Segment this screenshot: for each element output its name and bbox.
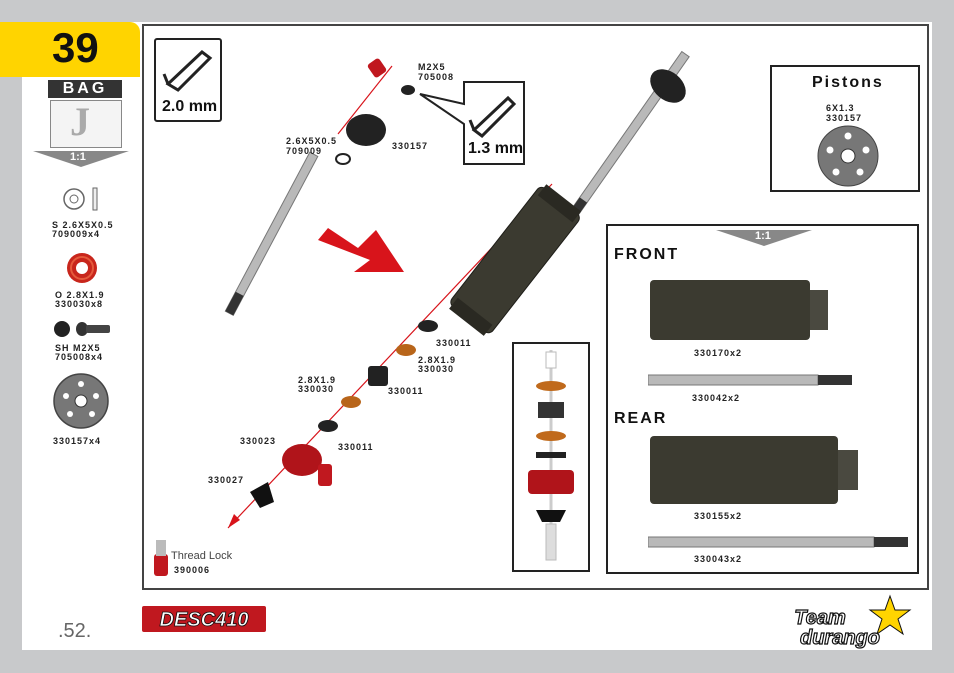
bag-label: BAG <box>48 80 122 98</box>
piston-detail-icon <box>817 125 879 187</box>
label-screw-code: 705008 <box>418 72 455 82</box>
axis-line-top <box>337 65 393 135</box>
front-body-code: 330170x2 <box>694 348 743 358</box>
step-badge <box>0 22 140 77</box>
label-seal-2: 330011 <box>388 386 424 396</box>
label-oring-a-size: 2.8X1.9 <box>418 355 457 365</box>
seal-3 <box>318 420 338 432</box>
label-oring-b-size: 2.8X1.9 <box>298 375 337 385</box>
svg-text:Team: Team <box>794 607 846 629</box>
hex-key-icon <box>162 50 213 92</box>
front-shaft-drawing <box>648 374 852 386</box>
front-body-drawing <box>650 280 828 340</box>
seal-1 <box>418 320 438 332</box>
hex-tool-size: 2.0 mm <box>162 98 218 115</box>
spacer <box>368 366 388 386</box>
label-washer-code: 709009 <box>286 146 323 156</box>
part-desc: O 2.8X1.9 <box>55 290 105 300</box>
oring-a <box>396 344 416 356</box>
team-durango-logo: Team durango <box>794 594 912 650</box>
pistons-code: 330157 <box>826 113 863 123</box>
assembly-frame <box>142 24 929 590</box>
direction-arrow <box>318 228 404 272</box>
stack-diagram <box>528 350 574 561</box>
rear-shaft-drawing <box>648 536 908 548</box>
thread-lock-code: 390006 <box>174 565 211 575</box>
hex-tool-callout <box>419 81 525 165</box>
part-code: 705008x4 <box>55 352 104 362</box>
red-cap-top <box>367 58 387 78</box>
washer <box>335 153 351 165</box>
part-code: 709009x4 <box>52 229 101 239</box>
red-cap-bottom <box>318 464 332 486</box>
label-piston-code: 330157 <box>392 141 429 151</box>
label-oring-a-code: 330030 <box>418 364 455 374</box>
svg-text:DESC410: DESC410 <box>160 609 249 631</box>
label-end-code: 330027 <box>208 475 245 485</box>
desc410-logo: DESC410 <box>142 606 266 632</box>
rear-title: REAR <box>614 410 668 427</box>
svg-text:durango: durango <box>800 627 880 649</box>
part-code: 330030x8 <box>55 299 104 309</box>
bag-letter: J <box>70 99 90 144</box>
front-shaft-code: 330042x2 <box>692 393 741 403</box>
oring-icon <box>67 253 97 283</box>
assembly-diagram <box>154 50 690 576</box>
part-code: 330157x4 <box>53 436 102 446</box>
shock-cap <box>282 444 322 476</box>
rear-body-code: 330155x2 <box>694 511 743 521</box>
thread-lock-bottle <box>154 554 168 576</box>
bag-icon <box>50 100 122 148</box>
label-oring-b-code: 330030 <box>298 384 335 394</box>
shaft-end <box>650 69 686 103</box>
piston-icon <box>53 373 109 429</box>
compare-scale-indicator <box>716 230 812 246</box>
thread-lock-label: Thread Lock <box>171 550 233 562</box>
piston <box>346 114 386 146</box>
rear-body-drawing <box>650 436 858 504</box>
scale-indicator <box>33 151 129 167</box>
part-desc: S 2.6X5X0.5 <box>52 220 114 230</box>
axis-arrowhead <box>228 514 240 528</box>
rear-shaft-code: 330043x2 <box>694 554 743 564</box>
oring-b <box>341 396 361 408</box>
label-cap-code: 330023 <box>240 436 277 446</box>
front-title: FRONT <box>614 246 680 263</box>
step-number: 39 <box>52 24 99 71</box>
scale-label: 1:1 <box>70 151 86 163</box>
compare-scale: 1:1 <box>755 230 771 242</box>
shock-shaft-left <box>224 151 319 317</box>
washer-icon <box>63 187 98 211</box>
screw-head <box>401 85 415 95</box>
shock-body <box>449 184 582 336</box>
cap-end <box>250 482 274 508</box>
screw-icon <box>54 321 110 337</box>
page-number: .52. <box>58 620 92 642</box>
part-desc: SH M2X5 <box>55 343 101 353</box>
pistons-title: Pistons <box>812 74 884 91</box>
hex-tool-size-small: 1.3 mm <box>468 140 524 157</box>
pistons-size: 6X1.3 <box>826 103 855 113</box>
label-screw-size: M2X5 <box>418 62 446 72</box>
label-seal-1: 330011 <box>436 338 472 348</box>
label-seal-3: 330011 <box>338 442 374 452</box>
label-washer-size: 2.6X5X0.5 <box>286 136 338 146</box>
